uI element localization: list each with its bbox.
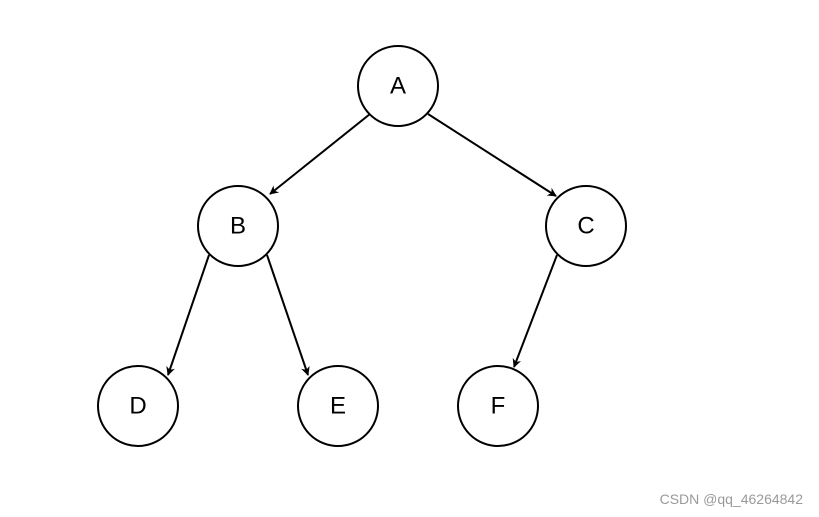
node-a: A: [357, 45, 439, 127]
edge-c-f: [512, 254, 558, 368]
node-c: C: [545, 185, 627, 267]
edge-a-b: [269, 113, 371, 195]
nodes: A B C D E F: [97, 45, 627, 447]
edge-b-d: [166, 254, 210, 376]
node-e: E: [297, 365, 379, 447]
node-d: D: [97, 365, 179, 447]
node-e-label: E: [330, 393, 346, 420]
watermark-text: CSDN @qq_46264842: [659, 491, 803, 507]
node-a-label: A: [390, 73, 406, 100]
edge-a-c: [427, 113, 557, 197]
node-f-label: F: [491, 393, 506, 420]
node-d-label: D: [129, 393, 146, 420]
edges: [166, 113, 558, 376]
edge-b-e: [266, 254, 310, 376]
node-c-label: C: [577, 213, 594, 240]
node-f: F: [457, 365, 539, 447]
node-b: B: [197, 185, 279, 267]
node-b-label: B: [230, 213, 246, 240]
